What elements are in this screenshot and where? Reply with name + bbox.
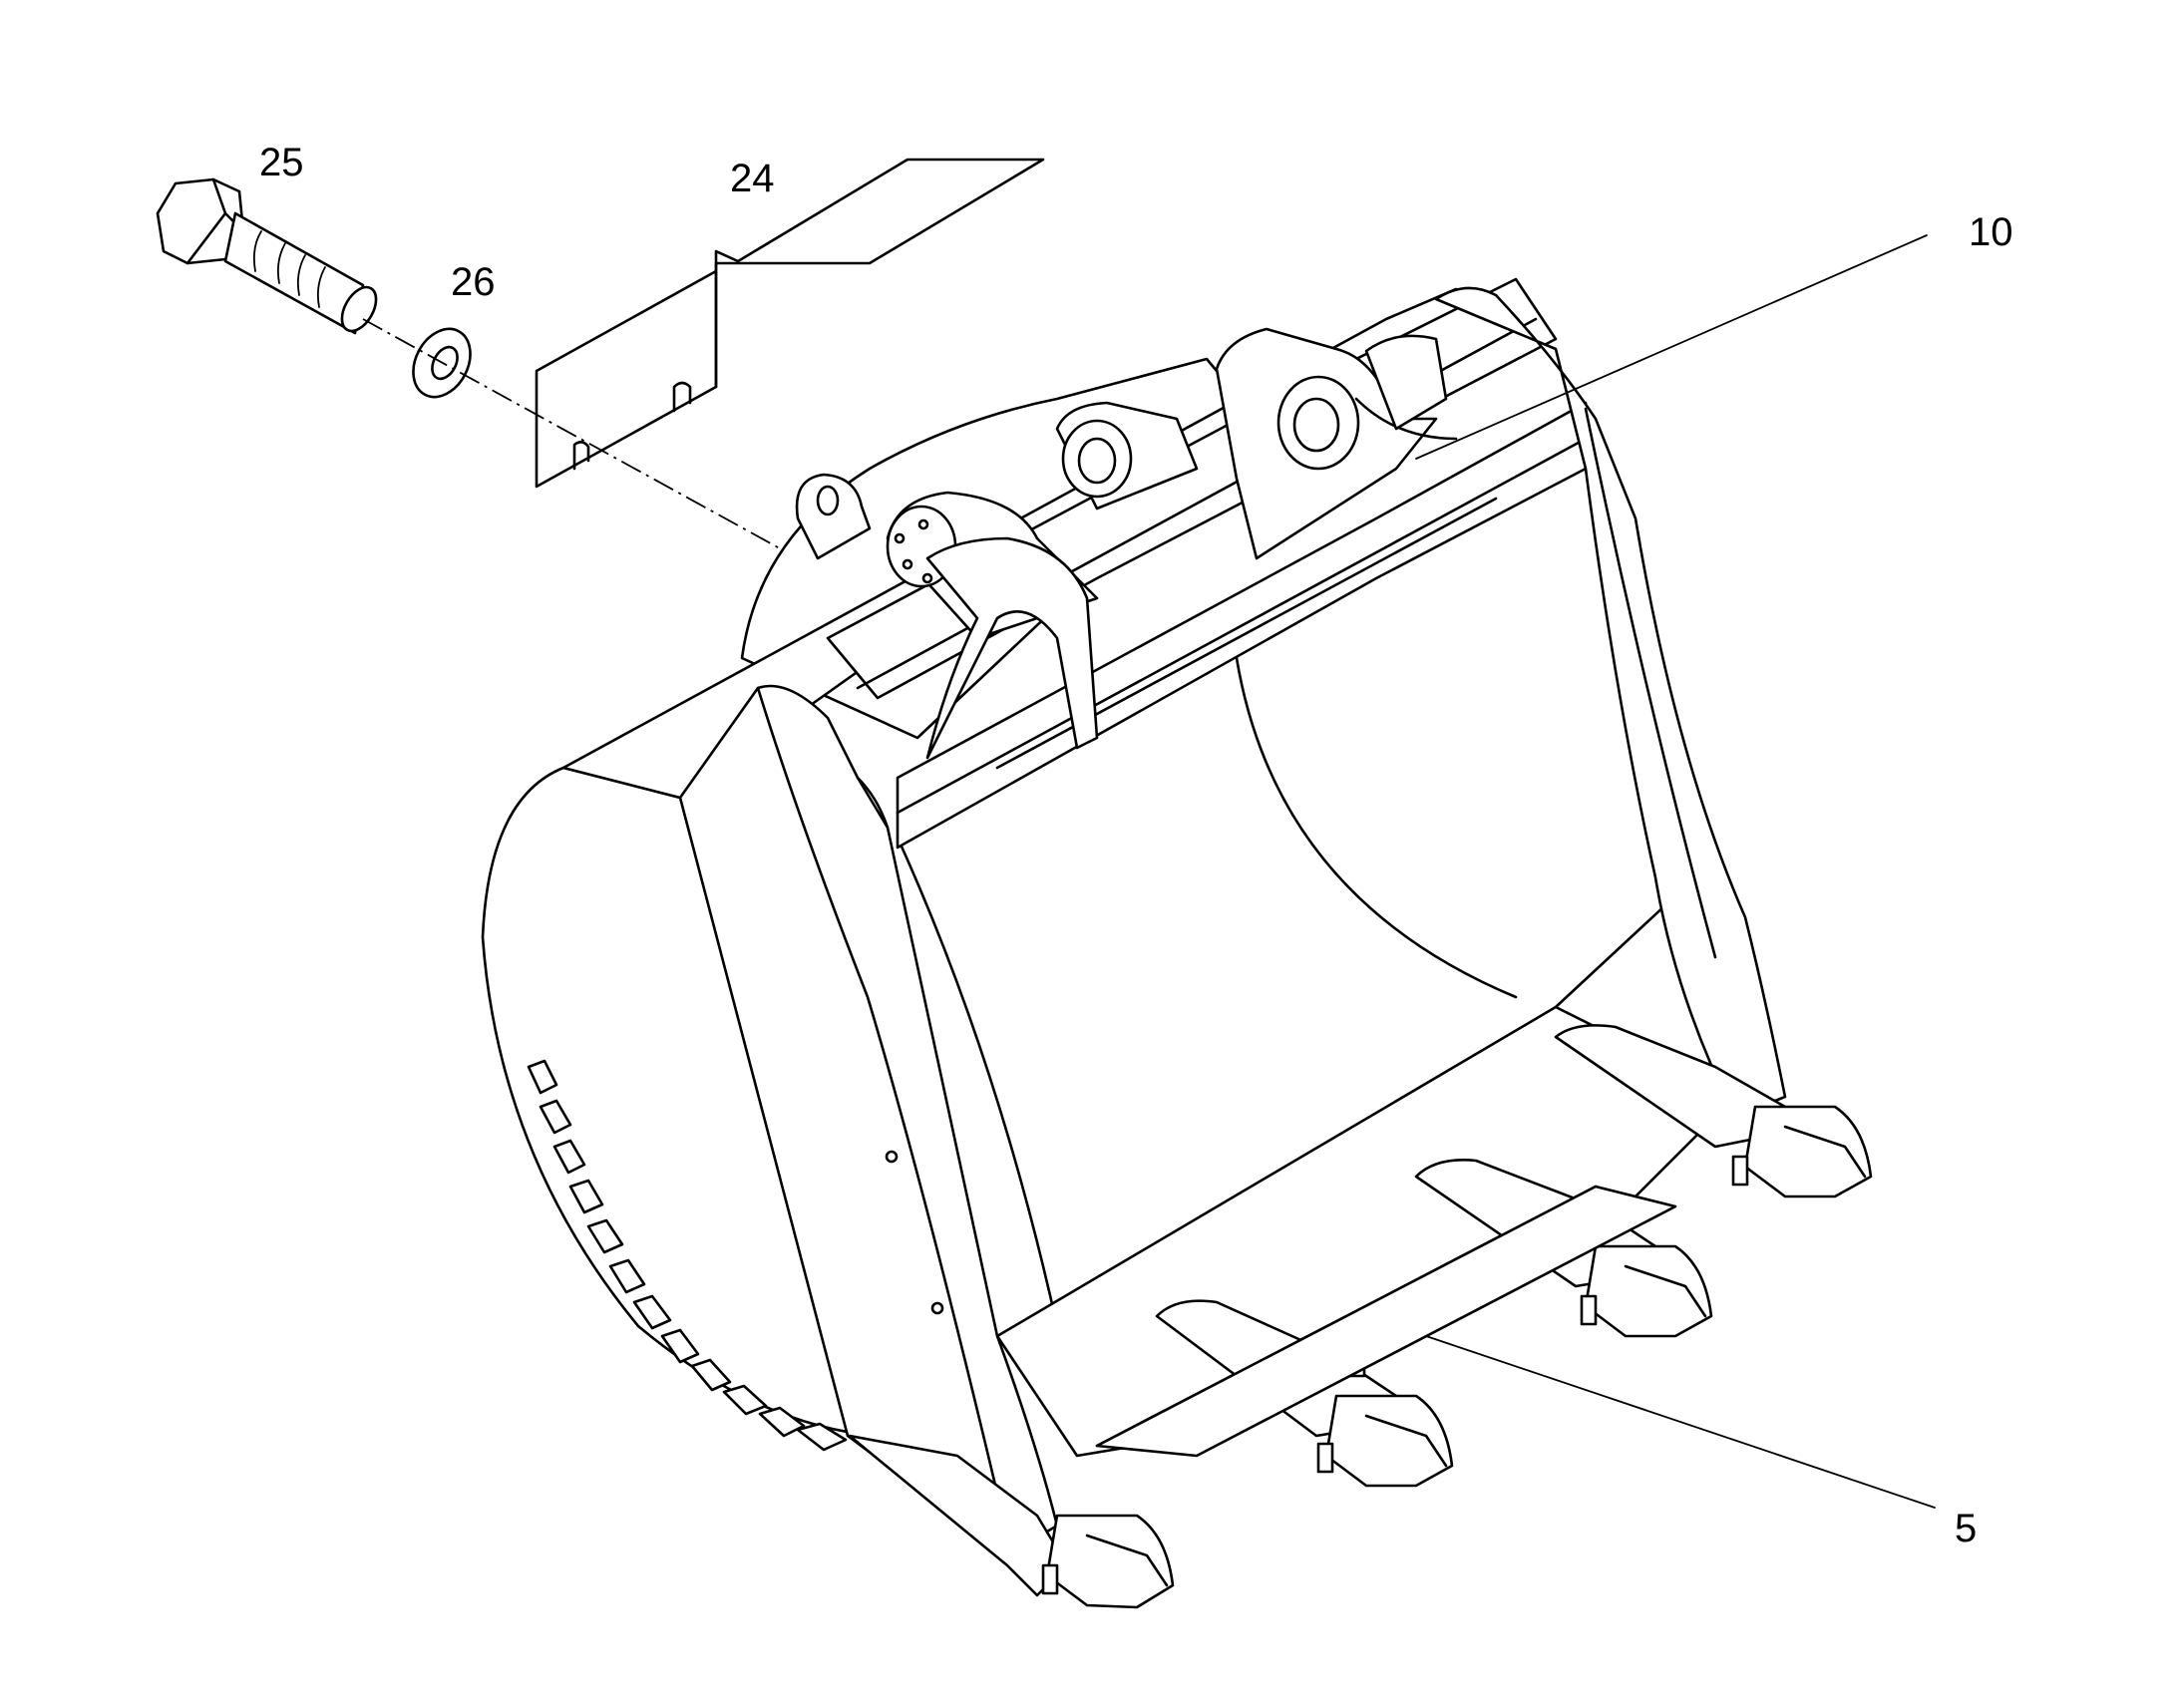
assembly-axis-line — [362, 318, 799, 559]
teeth — [848, 1024, 1873, 1609]
left-pin-bracket — [886, 491, 1099, 760]
callout-10: 10 — [1969, 210, 2013, 254]
pin-boss — [1215, 327, 1458, 560]
bolt — [156, 177, 378, 335]
leader-lines — [1415, 234, 1936, 1509]
wear-strips — [527, 1059, 848, 1452]
plate — [535, 158, 1045, 489]
center-pin-boss — [1055, 401, 1199, 511]
callout-26: 26 — [451, 260, 496, 304]
left-side-plate — [678, 684, 1059, 1557]
bucket — [481, 277, 1873, 1609]
callout-25: 25 — [259, 141, 304, 184]
cutting-edge — [1095, 1185, 1677, 1458]
right-side-plate — [1434, 286, 1787, 1119]
callout-5: 5 — [1955, 1507, 1977, 1550]
callout-24: 24 — [730, 157, 775, 200]
lifting-lug — [795, 473, 872, 560]
